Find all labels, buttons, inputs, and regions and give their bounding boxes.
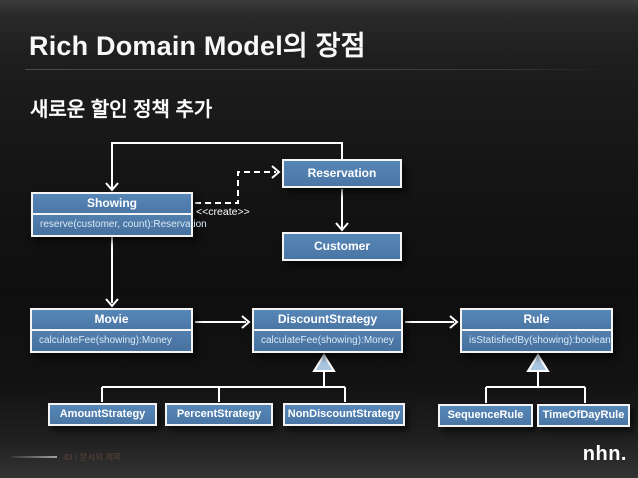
class-name: NonDiscountStrategy bbox=[285, 405, 403, 424]
generalization-strategies bbox=[101, 353, 346, 402]
class-box-movie: Movie calculateFee(showing):Money bbox=[30, 308, 193, 353]
class-box-rule: Rule isStatisfiedBy(showing):boolean bbox=[460, 308, 613, 353]
class-box-nondiscountstrategy: NonDiscountStrategy bbox=[283, 403, 405, 426]
footer-page-label: 43 / 문서의 제목 bbox=[63, 452, 122, 462]
create-stereotype-label: <<create>> bbox=[196, 206, 250, 218]
class-box-customer: Customer bbox=[282, 232, 402, 261]
class-box-reservation: Reservation bbox=[282, 159, 402, 188]
class-method: reserve(customer, count):Reservation bbox=[33, 213, 207, 235]
class-name: DiscountStrategy bbox=[254, 310, 401, 329]
class-name: TimeOfDayRule bbox=[539, 406, 628, 425]
class-box-percentstrategy: PercentStrategy bbox=[165, 403, 273, 426]
association-discountstrategy-to-rule bbox=[405, 315, 459, 329]
class-name: Showing bbox=[33, 194, 191, 213]
class-name: Customer bbox=[284, 234, 400, 259]
footer-divider-line bbox=[12, 456, 57, 458]
association-reservation-to-customer bbox=[335, 189, 349, 232]
class-box-amountstrategy: AmountStrategy bbox=[48, 403, 157, 426]
class-box-showing: Showing reserve(customer, count):Reserva… bbox=[31, 192, 207, 237]
class-box-discountstrategy: DiscountStrategy calculateFee(showing):M… bbox=[252, 308, 403, 353]
association-showing-to-movie bbox=[105, 237, 119, 308]
class-box-sequencerule: SequenceRule bbox=[438, 404, 533, 427]
create-dependency-showing-to-reservation bbox=[195, 165, 281, 204]
association-movie-to-discountstrategy bbox=[195, 315, 251, 329]
page-title: Rich Domain Model의 장점 bbox=[29, 31, 366, 61]
association-reservation-to-showing bbox=[105, 142, 343, 192]
class-method: calculateFee(showing):Money bbox=[254, 329, 401, 351]
title-separator bbox=[25, 69, 615, 70]
class-name: SequenceRule bbox=[440, 406, 531, 425]
generalization-rules bbox=[485, 353, 586, 403]
slide-subtitle: 새로운 할인 정책 추가 bbox=[30, 99, 213, 121]
class-name: Rule bbox=[462, 310, 611, 329]
class-box-timeofdayrule: TimeOfDayRule bbox=[537, 404, 630, 427]
class-name: PercentStrategy bbox=[167, 405, 271, 424]
class-method: isStatisfiedBy(showing):boolean bbox=[462, 329, 611, 351]
class-name: AmountStrategy bbox=[50, 405, 155, 424]
class-name: Reservation bbox=[284, 161, 400, 186]
class-method: calculateFee(showing):Money bbox=[32, 329, 191, 351]
nhn-logo: nhn. bbox=[582, 443, 627, 465]
class-name: Movie bbox=[32, 310, 191, 329]
